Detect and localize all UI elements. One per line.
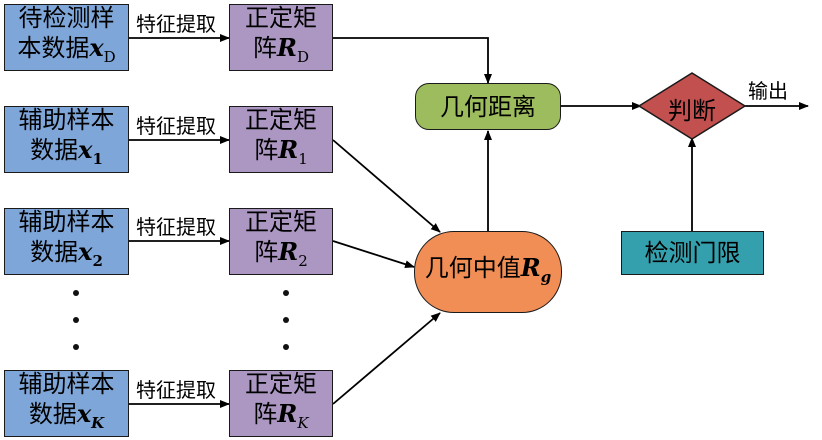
feature-extraction-label: 特征提取 (136, 215, 216, 239)
matrix-variable: R (278, 135, 299, 164)
geometric-median-subscript: g (540, 267, 552, 286)
sample-box-aux-k: 辅助样本 数据xK (4, 370, 129, 437)
matrix-box-test: 正定矩 阵RD (229, 4, 333, 71)
sample-line1: 待检测样 (18, 4, 115, 32)
feature-extraction-label: 特征提取 (136, 12, 216, 36)
sample-line2: 数据 (28, 400, 77, 428)
sample-subscript: D (103, 48, 116, 66)
sample-variable: x (76, 399, 92, 428)
sample-line2: 数据 (30, 238, 79, 266)
sample-variable: x (89, 33, 104, 62)
matrix-line1: 正定矩 (245, 208, 317, 236)
sample-variable: x (78, 135, 93, 164)
matrix-line2: 阵 (254, 136, 279, 164)
matrix-line2: 阵 (253, 400, 278, 428)
matrix-variable: R (278, 237, 299, 266)
ellipsis-dot (283, 290, 289, 296)
ellipsis-dot (73, 344, 79, 350)
sample-line1: 辅助样本 (18, 208, 115, 236)
sample-line1: 辅助样本 (18, 370, 115, 398)
geometric-median-label: 几何中值 (424, 253, 521, 282)
geometric-median-box: 几何中值Rg (414, 231, 562, 313)
sample-line2: 数据 (30, 136, 79, 164)
sample-box-aux-1: 辅助样本 数据x1 (4, 106, 129, 173)
geometric-median-variable: R (520, 252, 541, 282)
matrix-box-aux-k: 正定矩 阵RK (229, 370, 333, 437)
matrix-subscript: 2 (298, 252, 308, 270)
matrix-line2: 阵 (253, 34, 277, 62)
sample-subscript: K (91, 414, 105, 432)
ellipsis-dot (283, 317, 289, 323)
ellipsis-dot (283, 344, 289, 350)
decision-label: 判断 (668, 97, 716, 125)
detection-threshold-box: 检测门限 (621, 231, 764, 275)
sample-variable: x (78, 237, 93, 266)
feature-extraction-label: 特征提取 (136, 378, 216, 402)
output-label: 输出 (748, 79, 788, 103)
matrix-line1: 正定矩 (245, 106, 317, 134)
sample-subscript: 2 (92, 252, 103, 270)
feature-extraction-label: 特征提取 (136, 114, 216, 138)
geometric-distance-label: 几何距离 (440, 92, 536, 121)
sample-box-test: 待检测样 本数据xD (4, 4, 129, 71)
matrix-box-aux-1: 正定矩 阵R1 (229, 106, 333, 173)
matrix-subscript: D (296, 48, 309, 66)
matrix-box-aux-2: 正定矩 阵R2 (229, 208, 333, 275)
matrix-variable: R (277, 33, 297, 62)
sample-subscript: 1 (92, 150, 103, 168)
matrix-line1: 正定矩 (245, 4, 317, 32)
geometric-distance-box: 几何距离 (415, 83, 561, 130)
sample-box-aux-2: 辅助样本 数据x2 (4, 208, 129, 275)
matrix-line2: 阵 (254, 238, 279, 266)
sample-line1: 辅助样本 (18, 106, 115, 134)
matrix-subscript: 1 (298, 150, 308, 168)
matrix-subscript: K (297, 414, 309, 432)
decision-diamond (637, 72, 747, 140)
matrix-variable: R (277, 399, 298, 428)
matrix-line1: 正定矩 (245, 370, 317, 398)
ellipsis-dot (73, 317, 79, 323)
ellipsis-dot (73, 290, 79, 296)
detection-threshold-label: 检测门限 (644, 239, 741, 267)
sample-line2: 本数据 (17, 34, 90, 62)
